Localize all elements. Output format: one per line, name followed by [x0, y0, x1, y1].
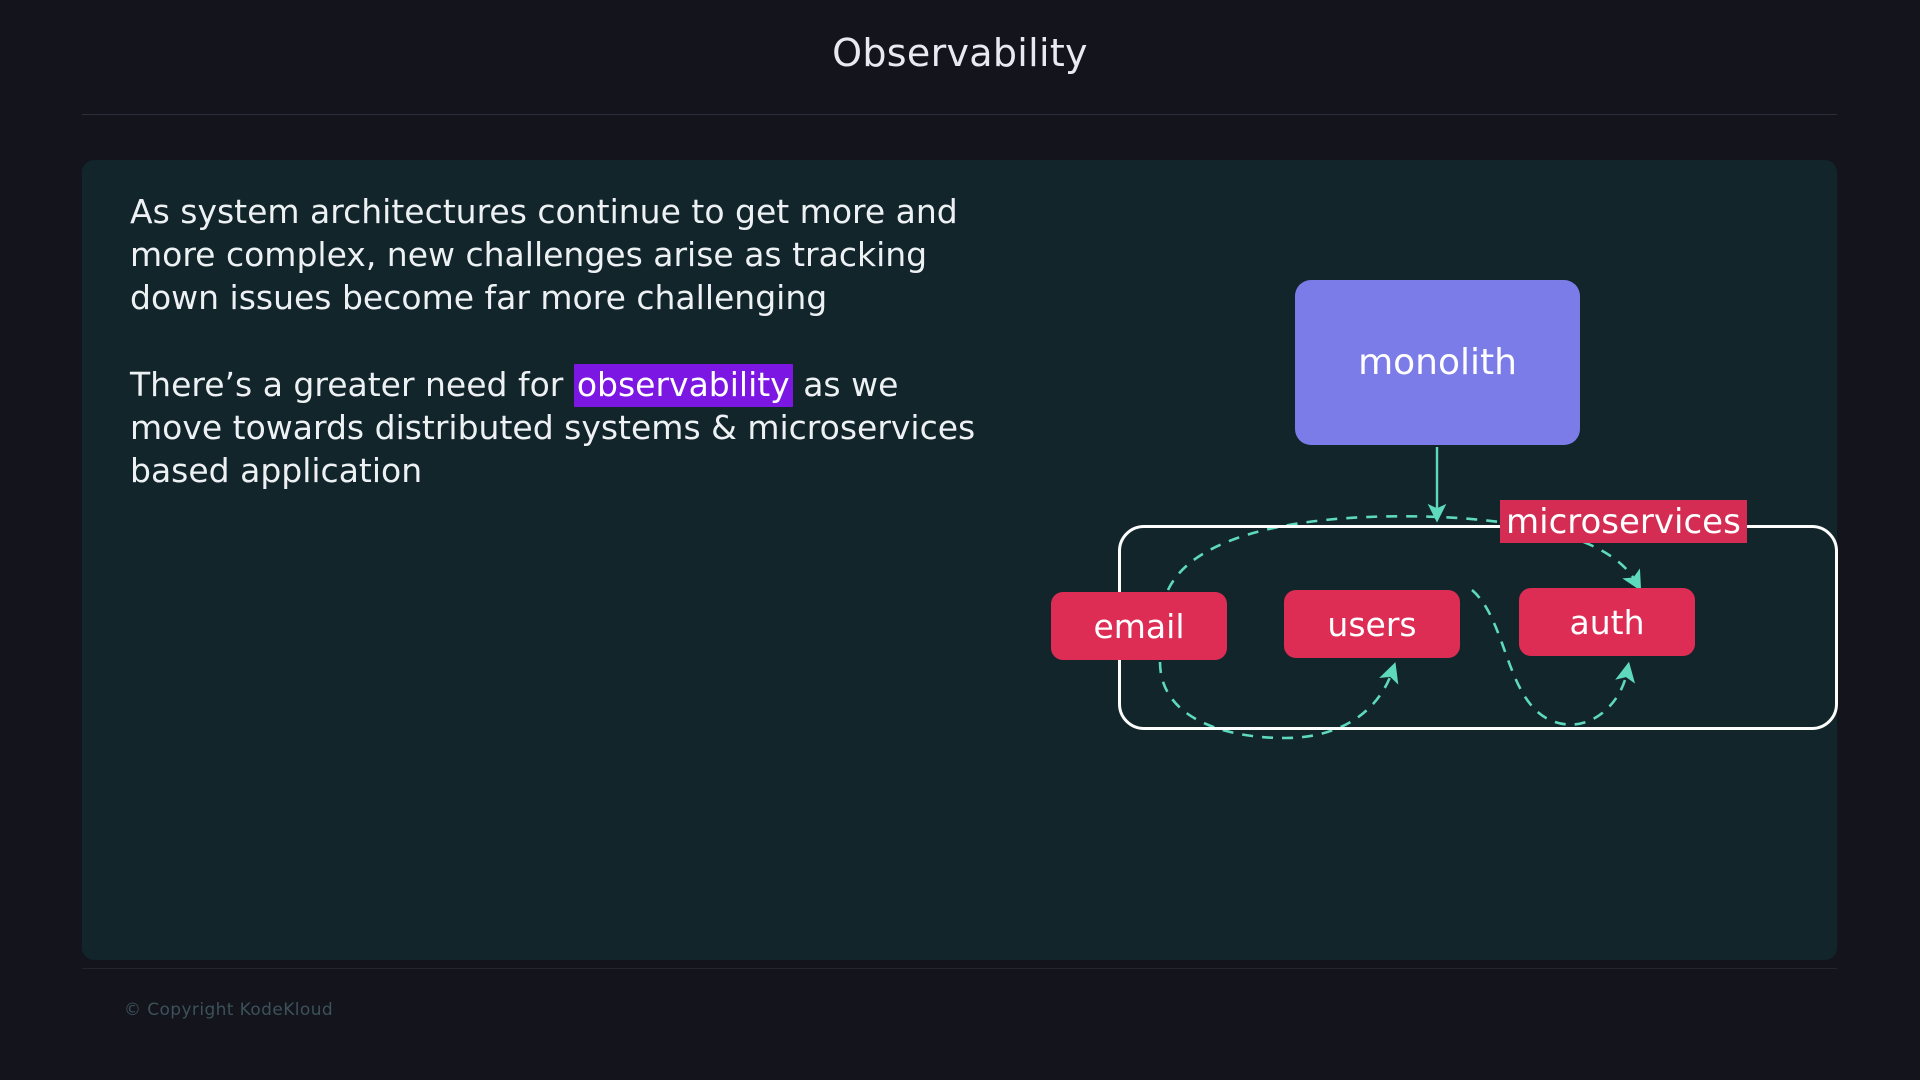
header-divider	[82, 114, 1837, 115]
paragraph-observability-need: There’s a greater need for observability…	[130, 363, 990, 492]
diagram-connectors	[1158, 447, 1642, 740]
edge-users-to-auth	[1471, 589, 1636, 726]
copyright-footer: © Copyright KodeKloud	[124, 1000, 334, 1020]
body-text-column: As system architectures continue to get …	[130, 190, 990, 492]
paragraph-2-text-before: There’s a greater need for	[130, 365, 574, 404]
node-service-email[interactable]: email	[1051, 592, 1227, 660]
observability-highlight: observability	[573, 364, 793, 407]
node-service-users[interactable]: users	[1284, 590, 1460, 658]
slide-header: Observability	[0, 0, 1920, 118]
microservices-label: microservices	[1500, 500, 1747, 543]
node-monolith[interactable]: monolith	[1295, 280, 1580, 445]
node-service-auth[interactable]: auth	[1519, 588, 1695, 656]
architecture-diagram: monolith microservices email users auth	[1020, 160, 1840, 960]
paragraph-architecture-complexity: As system architectures continue to get …	[130, 192, 958, 317]
page-title: Observability	[832, 31, 1088, 75]
edge-email-to-auth	[1166, 514, 1642, 592]
footer-divider	[82, 968, 1837, 969]
paragraph-2-text-after: as we move towards distributed systems &…	[130, 365, 976, 490]
edge-email-to-users	[1158, 661, 1399, 740]
